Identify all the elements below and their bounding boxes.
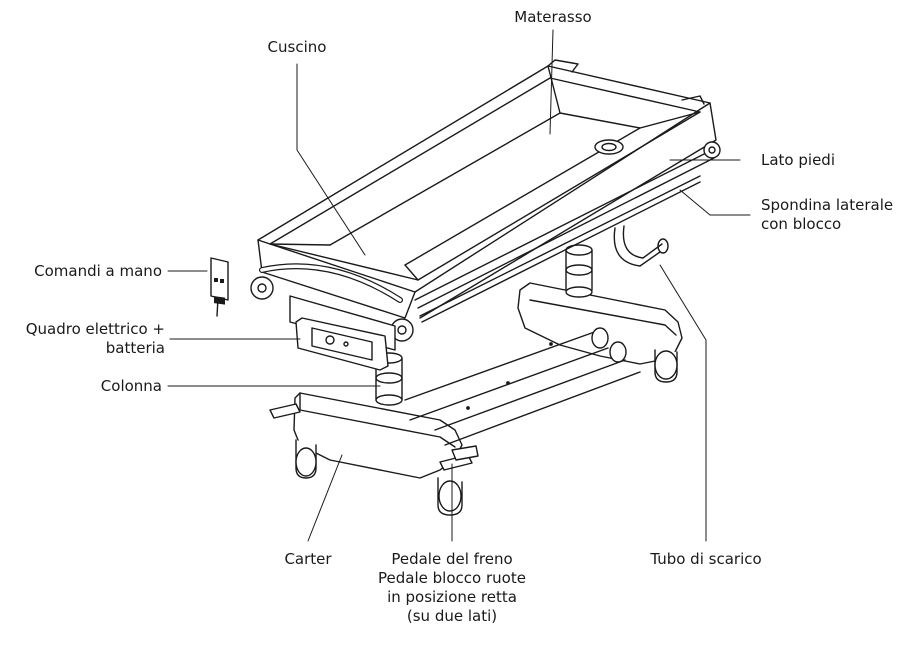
label-spondina-2: con blocco <box>761 215 842 233</box>
label-materasso: Materasso <box>514 8 592 26</box>
label-tubo: Tubo di scarico <box>650 550 762 568</box>
chassis <box>293 282 683 479</box>
label-pedale-4: (su due lati) <box>406 607 498 625</box>
drain-hose <box>613 225 669 267</box>
label-comandi: Comandi a mano <box>34 262 162 280</box>
label-quadro-2: batteria <box>105 339 165 357</box>
label-pedale-3: in posizione retta <box>387 588 517 606</box>
label-quadro-1: Quadro elettrico + <box>25 320 165 338</box>
label-lato-piedi: Lato piedi <box>761 151 835 169</box>
control-box <box>295 317 389 371</box>
hand-control <box>210 257 229 317</box>
label-pedale-2: Pedale blocco ruote <box>378 569 526 587</box>
label-colonna: Colonna <box>100 377 162 395</box>
leader-lines <box>167 29 751 542</box>
casters <box>269 349 678 516</box>
label-spondina-1: Spondina laterale <box>761 196 894 214</box>
label-carter: Carter <box>284 550 332 568</box>
label-pedale-1: Pedale del freno <box>391 550 513 568</box>
label-cuscino: Cuscino <box>267 38 327 56</box>
